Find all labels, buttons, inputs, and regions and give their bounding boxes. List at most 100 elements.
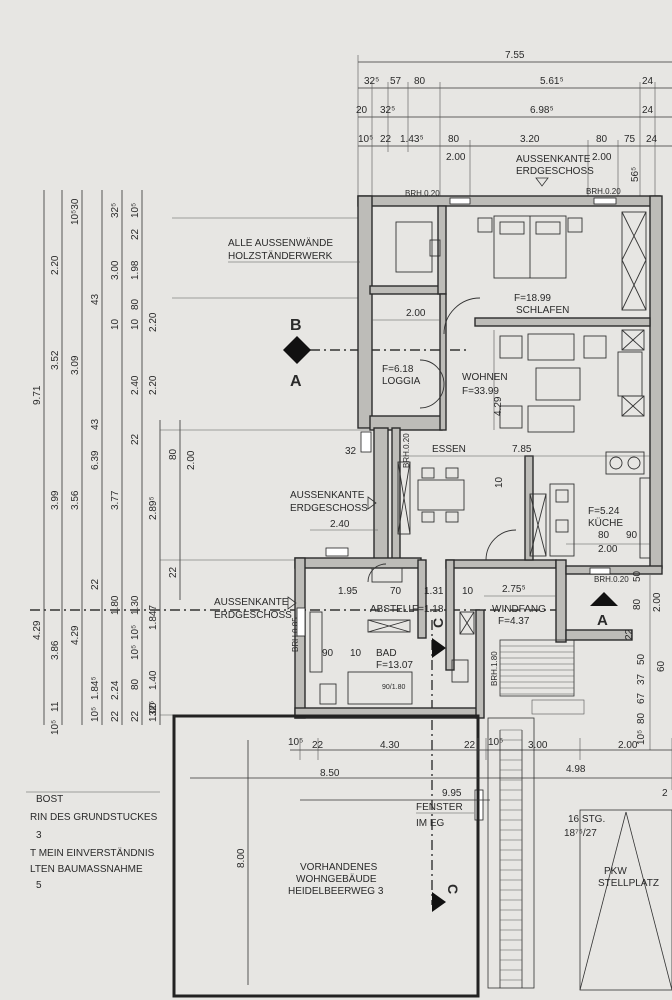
room-area-bad: F=13.07 (376, 660, 413, 671)
existing-line1: VORHANDENES (300, 862, 378, 873)
bottom-dimension-chain: 10⁵ 22 4.30 22 10⁵ 3.00 2.00 8.50 4.98 9… (190, 737, 672, 801)
door-wohnen (443, 297, 481, 335)
dim-bottom-r2-0: 8.50 (320, 768, 340, 779)
door-abstell (367, 563, 387, 583)
dim-left-c2-5: 10⁵ (50, 720, 61, 735)
dim-left-c7-6: 1.40 (148, 670, 159, 690)
brh-windfang: BRH.1.80 (490, 651, 499, 686)
dim-top-r4-0: 10⁵ (358, 134, 373, 145)
left-text-4: LTEN BAUMASSNAHME (30, 864, 143, 875)
dim-left-c4-1: 43 (90, 418, 101, 430)
dim-left-c5-5: 10⁵ (130, 625, 141, 640)
note-fenster-2: IM EG (416, 818, 445, 829)
dim-left-c5-6: 80 (130, 678, 141, 690)
dim-bottom-r1-0: 10⁵ (288, 737, 303, 748)
dim-left-c6-1: 1.98 (130, 260, 141, 280)
dim-left-c5-0: 32⁵ (110, 203, 121, 218)
int-dim-25: 80 (636, 712, 647, 724)
section-marker-b-a: B A (283, 317, 311, 390)
dim-top-r3-0: 20 (356, 105, 368, 116)
dim-top-r2-3: 5.61⁵ (540, 76, 564, 87)
dim-bottom-r1-5: 3.00 (528, 740, 548, 751)
room-area-wohnen: F=33.99 (462, 386, 499, 397)
dim-top-r2-0: 32⁵ (364, 76, 379, 87)
dim-top-r3-1: 32⁵ (380, 105, 395, 116)
dim-left-c6-3: 22 (130, 433, 141, 445)
room-name-kueche: KÜCHE (588, 517, 623, 529)
note-stairs-1: 16 STG. (568, 814, 605, 825)
note-fenster-1: FENSTER (416, 802, 463, 813)
dim-left-c3-3: 4.29 (70, 625, 81, 645)
aussenkante-top-line1: AUSSENKANTE (516, 154, 591, 165)
note-exterior-walls-1: ALLE AUSSENWÄNDE (228, 237, 333, 249)
left-text-5: 5 (36, 880, 42, 891)
dim-left-c3-4: 1.84⁵ (90, 676, 101, 700)
exterior-stairs (487, 639, 585, 989)
dim-bottom-r1-2: 4.30 (380, 740, 400, 751)
dim-top-r2-4: 24 (642, 76, 654, 87)
dim-left-c4-0: 43 (90, 293, 101, 305)
section-label-a: A (290, 373, 302, 390)
bathtub (347, 671, 413, 705)
dim-existing-8-00: 8.00 (236, 848, 247, 868)
room-name-schlafen: SCHLAFEN (516, 305, 569, 316)
aussenkante-marker-left2 (287, 596, 297, 610)
dim-left-c6-0: 10⁵ (130, 203, 141, 218)
dim-top-r3-3: 24 (642, 105, 654, 116)
room-area-abstell: F=1.18 (412, 604, 444, 615)
dim-bottom-r3-0: 9.95 (442, 788, 462, 799)
section-arrow-c-bottom (432, 892, 446, 912)
room-name-bad: BAD (376, 648, 397, 659)
door-loggia-right (419, 383, 445, 409)
abstell-shelf (371, 567, 403, 583)
existing-line3: HEIDELBEERWEG 3 (288, 886, 384, 897)
dim-left-c5-4: 1.80 (110, 595, 121, 615)
dim-left-c3-0: 10⁵30 (70, 198, 81, 225)
section-marker-a-right: A (590, 592, 618, 629)
section-label-c-mid: C (430, 618, 446, 628)
dim-left-c2-1: 3.52 (50, 350, 61, 370)
int-dim-10: 70 (390, 586, 402, 597)
building-walls (294, 195, 663, 719)
dim-left-c5-2: 10 (110, 318, 121, 330)
left-text-1: RIN DES GRUNDSTUCKES (30, 812, 158, 823)
section-arrow-a-right (590, 592, 618, 606)
int-dim-9: 1.95 (338, 586, 358, 597)
note-exterior-walls-2: HOLZSTÄNDERWERK (228, 250, 333, 262)
sofa-bottom (527, 405, 575, 433)
kitchen-counter (549, 483, 575, 557)
toilet (319, 683, 337, 705)
dim-left-c4-3: 22 (90, 578, 101, 590)
brh-top-right: BRH.0.20 (586, 187, 621, 196)
dim-left-c2-4: 11 (50, 701, 61, 712)
dim-left-c1-0: 9.71 (32, 385, 43, 405)
dim-left-c7-2: 10 (130, 318, 141, 330)
int-dim-2: 32 (345, 446, 357, 457)
dim-top-r4-2: 1.43⁵ (400, 134, 424, 145)
brh-kueche: BRH.0.20 (594, 575, 629, 584)
int-dim-1: 4.29 (493, 396, 504, 416)
room-name-wohnen: WOHNEN (462, 372, 508, 383)
dim-left-c3-5: 10⁵ (90, 707, 101, 722)
dim-left-c2-0: 2.20 (50, 255, 61, 275)
int-dim-18: 2.00 (652, 592, 663, 612)
room-name-abstell: ABSTELL (370, 604, 414, 615)
parking-space: PKW STELLPLATZ (579, 809, 672, 991)
annotations: ALLE AUSSENWÄNDE HOLZSTÄNDERWERK AUSSENK… (214, 237, 605, 839)
dim-bottom-r1-4: 10⁵ (488, 737, 503, 748)
room-area-loggia: F=6.18 (382, 364, 414, 375)
dim-left-c8-2: 80 (168, 448, 179, 460)
parking-label-line2: STELLPLATZ (598, 878, 659, 889)
dim-left-c6-5: 10⁵ (130, 645, 141, 660)
dim-bottom-r2-1: 4.98 (566, 764, 586, 775)
int-dim-15: 10 (350, 648, 362, 659)
furniture (309, 211, 651, 705)
note-aussenkante-2b: ERDGESCHOSS (214, 610, 292, 621)
dim-top-r4-6: 75 (624, 134, 636, 145)
section-arrow-a (283, 350, 311, 364)
room-labels: F=18.99 SCHLAFEN F=6.18 LOGGIA WOHNEN F=… (370, 293, 623, 671)
dim-top-r4-7: 24 (646, 134, 658, 145)
dim-bottom-r1-3: 22 (464, 740, 476, 751)
int-dim-17: 80 (632, 598, 643, 610)
